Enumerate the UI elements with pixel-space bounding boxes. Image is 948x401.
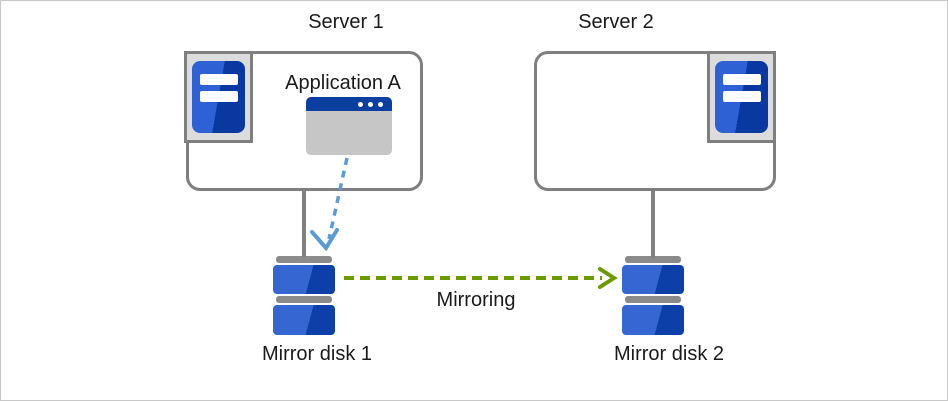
- disk-cap: [276, 296, 332, 303]
- server-slot-bar: [723, 74, 761, 85]
- application-label: Application A: [285, 72, 401, 94]
- disk-cap: [625, 256, 681, 263]
- disk-cap: [276, 256, 332, 263]
- server2-icon-frame: [707, 51, 776, 143]
- server1-icon-frame: [184, 51, 253, 143]
- server-slot-bar: [200, 91, 238, 102]
- server-slot-bar: [723, 91, 761, 102]
- mirror-disk1-icon: [273, 256, 335, 335]
- server-tower-icon: [192, 61, 245, 133]
- mirroring-arrow: [344, 267, 618, 289]
- disk1-label: Mirror disk 1: [261, 343, 373, 365]
- mirror-disk2-icon: [622, 256, 684, 335]
- mirroring-arrowhead-icon: [598, 267, 618, 289]
- disk-platter: [622, 305, 684, 335]
- window-dot-icon: [368, 101, 373, 107]
- disk-cap: [625, 296, 681, 303]
- server2-title: Server 2: [578, 11, 654, 33]
- disk2-label: Mirror disk 2: [613, 343, 725, 365]
- server-tower-icon: [715, 61, 768, 133]
- mirroring-label: Mirroring: [436, 289, 516, 311]
- server1-title: Server 1: [308, 11, 384, 33]
- disk-platter: [273, 305, 335, 335]
- app-write-arrowhead-icon: [310, 228, 339, 252]
- disk-platter: [273, 265, 335, 294]
- disk-platter: [622, 265, 684, 294]
- window-dot-icon: [358, 101, 363, 107]
- application-window-body: [306, 111, 392, 155]
- application-window-titlebar: [306, 97, 392, 111]
- server-slot-bar: [200, 74, 238, 85]
- application-window-icon: [306, 97, 392, 155]
- window-dot-icon: [378, 101, 383, 107]
